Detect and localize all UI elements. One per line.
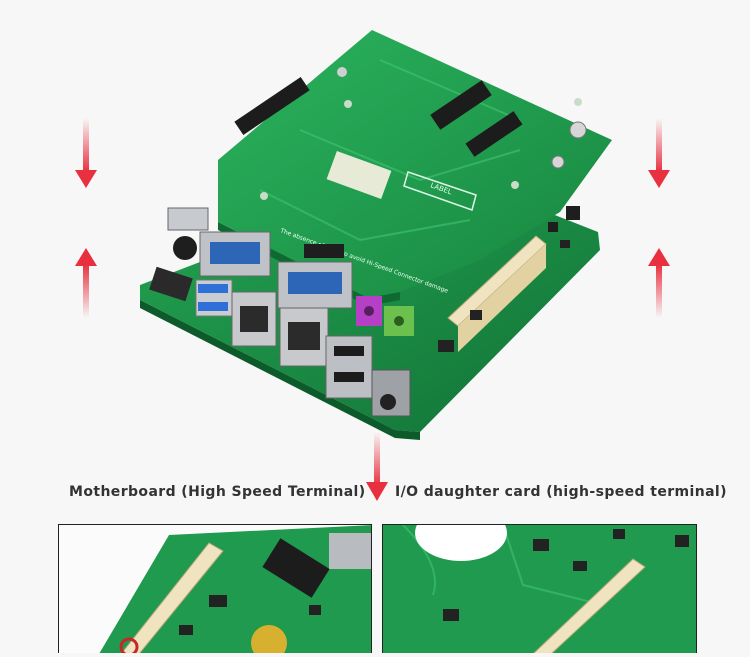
daughter-card-pcb: LABEL The absence of PLUG to avoid Hi-Sp… bbox=[167, 30, 612, 336]
arrow-up-icon bbox=[648, 248, 670, 318]
arrow-down-icon bbox=[648, 118, 670, 188]
arrow-up-icon bbox=[75, 248, 97, 318]
motherboard-closeup-photo bbox=[58, 524, 372, 653]
motherboard-caption: Motherboard (High Speed Terminal) bbox=[69, 484, 366, 500]
daughter-card-closeup-photo bbox=[382, 524, 697, 653]
daughter-card-caption: I/O daughter card (high-speed terminal) bbox=[395, 484, 727, 500]
arrow-down-icon bbox=[75, 118, 97, 188]
arrow-down-icon bbox=[366, 432, 388, 501]
